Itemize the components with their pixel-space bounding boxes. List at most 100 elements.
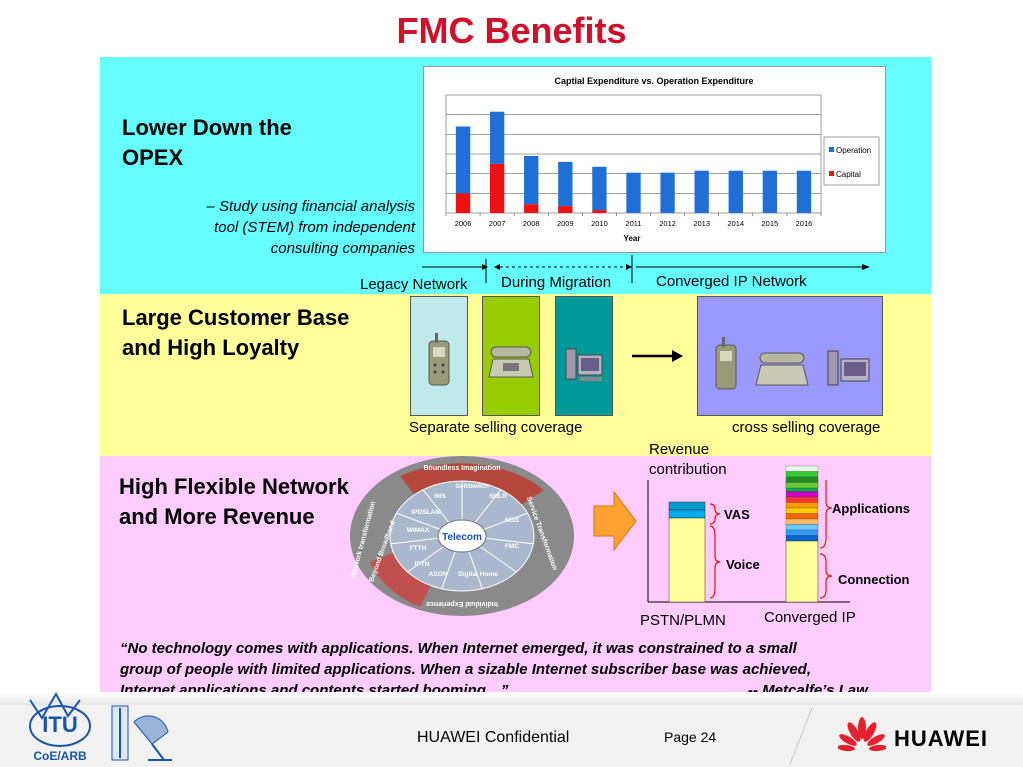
huawei-petals-icon (838, 717, 886, 752)
bar-capital-2008 (524, 204, 539, 213)
bar-capital-2006 (455, 193, 471, 213)
timeline-arrows (422, 255, 870, 283)
x-tick-label: 2009 (557, 219, 574, 228)
ip-connection-segment (785, 540, 819, 603)
legend-swatch-capital (829, 171, 834, 176)
wheel-item: FTTH (410, 545, 427, 552)
bar-capital-2010 (592, 210, 607, 213)
pstn-voice-segment (668, 517, 706, 603)
revenue-label: Revenue contribution (649, 440, 727, 480)
opex-note-line1: – Study using financial analysis (206, 198, 415, 215)
legacy-network-label: Legacy Network (360, 276, 468, 293)
during-migration-label: During Migration (501, 274, 612, 291)
x-tick-label: 2012 (659, 219, 676, 228)
ip-top-segment (785, 482, 819, 489)
x-tick-label: 2010 (591, 219, 608, 228)
bar-operation-2012 (660, 172, 675, 213)
x-tick-label: 2008 (523, 219, 540, 228)
bar-operation-2011 (626, 172, 641, 213)
vas-label: VAS (724, 507, 750, 522)
revenue-chart (647, 480, 850, 603)
flexibility-heading: High Flexible Network and More Revenue (119, 472, 349, 532)
chart-legend: Operation Capital (823, 136, 880, 186)
voice-label: Voice (726, 557, 760, 572)
bar-operation-2007 (489, 111, 505, 164)
wheel-spoke (483, 512, 528, 530)
wheel-spoke (468, 551, 483, 589)
antenna-tower-icon (111, 705, 172, 761)
bar-operation-2008 (524, 155, 539, 205)
flexibility-heading-line1: High Flexible Network (119, 474, 349, 499)
customer-heading: Large Customer Base and High Loyalty (122, 303, 349, 363)
bar-operation-2013 (694, 170, 709, 213)
ip-stack-top (785, 465, 819, 489)
wheel-spoke (441, 551, 456, 589)
legend-label-capital: Capital (836, 170, 861, 179)
bar-operation-2016 (796, 170, 812, 213)
opex-heading: Lower Down the OPEX (122, 113, 292, 173)
transition-arrow-icon (632, 350, 683, 362)
wheel-center-label: Telecom (442, 532, 482, 543)
itu-logo-subtext: CoE/ARB (33, 749, 87, 763)
wheel-spoke (485, 537, 534, 545)
wheel-item: ASON (429, 571, 448, 578)
legend-label-operation: Operation (836, 146, 871, 155)
connection-brace (819, 553, 833, 599)
applications-label: Applications (832, 501, 911, 516)
ip-top-segment (785, 465, 819, 472)
wheel-item: IPTN (415, 561, 430, 568)
confidential-label: HUAWEI Confidential (417, 729, 570, 746)
converged-network-label: Converged IP Network (656, 273, 807, 290)
flexibility-heading-line2: and More Revenue (119, 504, 315, 529)
bar-operation-2015 (762, 170, 778, 213)
computer-icon (565, 348, 603, 381)
wheel-spoke (479, 546, 517, 573)
pstn-vas-segment-2 (668, 509, 706, 519)
ip-top-segment (785, 476, 819, 483)
quote-line1: “No technology comes with applications. … (120, 640, 797, 657)
bar-operation-2006 (455, 126, 471, 194)
migration-arrowhead-left (494, 264, 500, 270)
wheel-outer-top: Boundless Imagination (423, 465, 500, 472)
teal-service-box (555, 296, 613, 416)
wheel-spoke (407, 546, 445, 573)
wheel-spoke (396, 512, 441, 530)
wheel-left-segment (370, 550, 435, 607)
migration-service-box (482, 296, 540, 416)
vas-brace (709, 503, 721, 525)
bar-capital-2009 (558, 206, 573, 213)
wheel-item: SoftSwitch (455, 483, 489, 490)
x-tick-label: 2006 (455, 219, 472, 228)
revenue-label-line1: Revenue (649, 441, 710, 458)
x-tick-label: 2013 (693, 219, 710, 228)
converged-devices-icon (715, 337, 870, 390)
converged-ip-label: Converged IP (764, 609, 856, 626)
wheel-item: WIMAX (407, 527, 430, 534)
x-tick-label: 2014 (727, 219, 744, 228)
wheel-center (437, 519, 487, 553)
applications-brace (819, 480, 833, 549)
desk-phone-icon (488, 346, 534, 378)
legacy-service-box (410, 296, 468, 416)
customer-heading-line2: and High Loyalty (122, 335, 300, 360)
wheel-spoke (422, 489, 450, 523)
mobile-phone-icon (428, 333, 450, 386)
wheel-item: NGS (505, 517, 520, 524)
pstn-plmn-label: PSTN/PLMN (640, 612, 726, 629)
legacy-arrowhead (482, 264, 488, 270)
x-tick-label: 2015 (762, 219, 779, 228)
opex-note-line3: consulting companies (270, 240, 415, 257)
wheel-item: SHLR (489, 493, 507, 500)
footer-divider (789, 707, 813, 765)
bar-operation-2009 (558, 161, 573, 207)
footer-strip (0, 692, 1023, 706)
wheel-outer-bottom: Individual Experience (426, 600, 498, 607)
slide-title: FMC Benefits (396, 10, 627, 51)
wheel-item: FMC (505, 543, 519, 550)
opex-heading-line1: Lower Down the (122, 115, 292, 140)
wheel-item: Digital Home (458, 571, 498, 578)
connection-label: Connection (838, 572, 910, 587)
